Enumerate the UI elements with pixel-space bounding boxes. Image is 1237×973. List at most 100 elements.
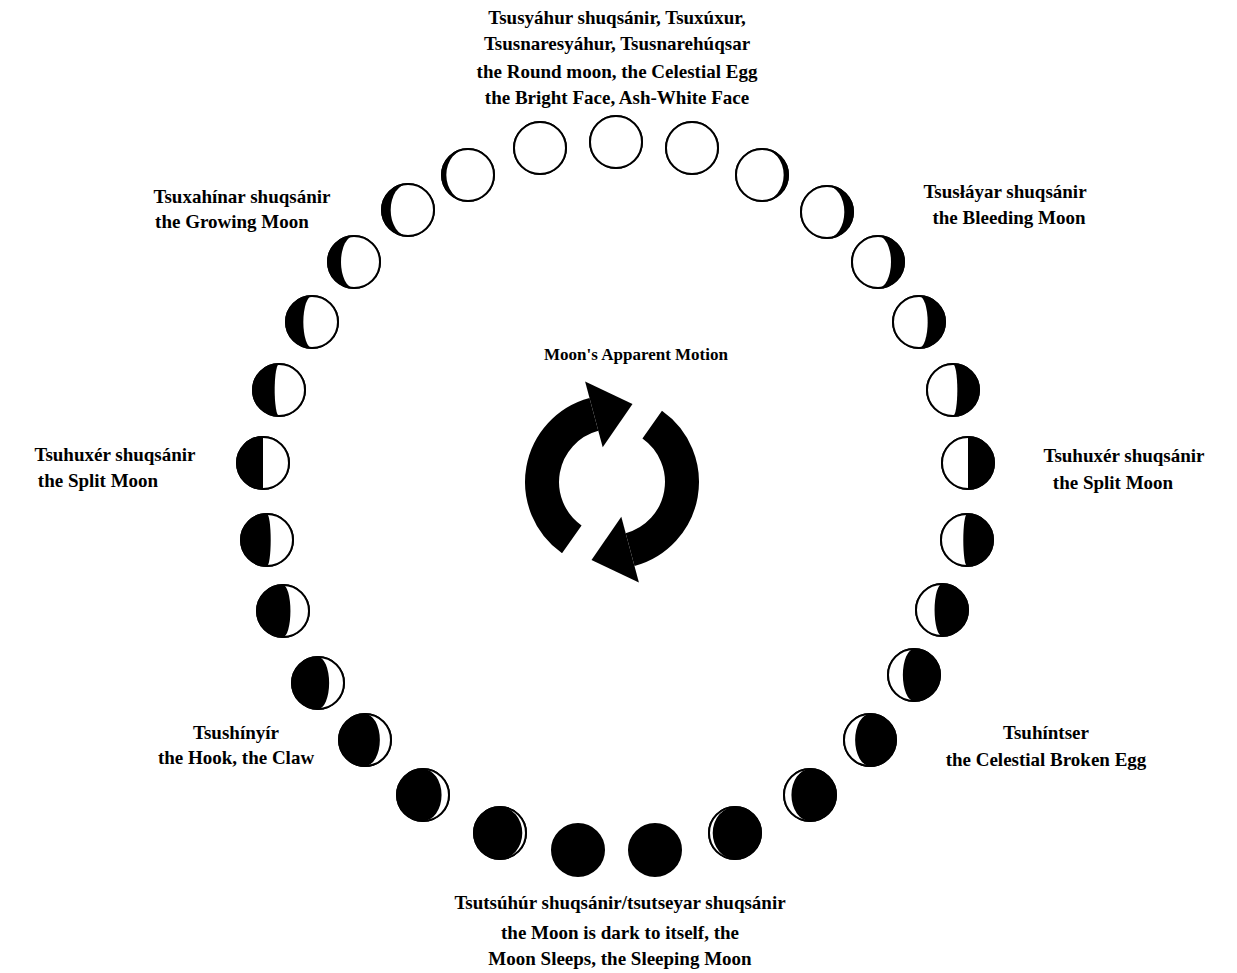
phase-name: the Celestial Broken Egg [946, 747, 1147, 773]
moon-lit-part [844, 714, 870, 766]
phase-name: the Hook, the Claw [158, 745, 314, 771]
moon-disc [292, 657, 344, 709]
moon-disc [514, 122, 566, 174]
moon-disc [942, 437, 994, 489]
moon-lit-part [590, 116, 642, 168]
moon-lit-part [893, 296, 928, 348]
moon-outline [709, 807, 761, 859]
moon-disc [328, 236, 380, 288]
moon-outline [514, 122, 566, 174]
moon-outline [590, 116, 642, 168]
moon-outline [927, 364, 979, 416]
moon-outline [241, 514, 293, 566]
moon-outline [474, 807, 526, 859]
phase-name: Tsushínyír [193, 720, 279, 746]
phase-name: Tsusłáyar shuqsánir [923, 179, 1086, 205]
moon-lit-part [709, 807, 735, 859]
moon-lit-part [666, 122, 718, 174]
moon-outline [442, 149, 494, 201]
motion-arrows [542, 414, 682, 549]
moon-lit-part [423, 769, 449, 821]
moon-disc [888, 649, 940, 701]
moon-lit-part [916, 584, 942, 636]
moon-lit-part [888, 649, 914, 701]
moon-disc [852, 236, 904, 288]
moon-lit-part [852, 236, 891, 288]
moon-disc [927, 364, 979, 416]
moon-outline [942, 437, 994, 489]
moon-disc [241, 514, 293, 566]
phase-name: the Split Moon [38, 468, 158, 494]
moon-lit-part [784, 769, 810, 821]
moon-outline [382, 184, 434, 236]
moon-disc [253, 364, 305, 416]
moon-outline [328, 236, 380, 288]
arrow-head [592, 517, 639, 583]
moon-disc [382, 184, 434, 236]
moon-outline [801, 186, 853, 238]
moon-disc [801, 186, 853, 238]
moon-lit-part [514, 122, 566, 174]
moon-disc [629, 824, 681, 876]
phase-name: the Round moon, the Celestial Egg the Br… [417, 59, 817, 111]
phase-name: Tsuxahínar shuqsánir [154, 184, 331, 210]
phase-name: the Moon is dark to itself, the Moon Sle… [420, 920, 820, 972]
moon-disc [941, 514, 993, 566]
moon-outline [888, 649, 940, 701]
moon-disc [257, 585, 309, 637]
moon-outline [397, 769, 449, 821]
phase-name: Tsuhuxér shuqsánir [1043, 443, 1204, 469]
phase-name: the Split Moon [1053, 470, 1173, 496]
motion-caption: Moon's Apparent Motion [544, 342, 728, 368]
moon-disc [666, 122, 718, 174]
moon-lit-part [341, 236, 380, 288]
moon-outline [237, 437, 289, 489]
moon-phases [237, 116, 994, 876]
phase-name: Tsusyáhur shuqsánir, Tsuxúxur, Tsusnares… [417, 5, 817, 57]
moon-lit-part [283, 585, 309, 637]
moon-lit-part [500, 807, 526, 859]
moon-lit-part [267, 514, 293, 566]
phase-name: Tsutsúhúr shuqsánir/tsutseyar shuqsánir [454, 890, 785, 916]
moon-disc [286, 296, 338, 348]
moon-lit-part [927, 364, 957, 416]
moon-disc [339, 714, 391, 766]
moon-lit-part [942, 437, 968, 489]
moon-outline [941, 514, 993, 566]
arrow-head [585, 382, 632, 448]
moon-disc [474, 807, 526, 859]
moon-disc [916, 584, 968, 636]
moon-disc [784, 769, 836, 821]
moon-outline [852, 236, 904, 288]
motion-arrow [630, 425, 682, 550]
moon-lit-part [303, 296, 338, 348]
moon-lit-part [318, 657, 344, 709]
moon-disc [709, 807, 761, 859]
motion-arrow [542, 414, 594, 539]
moon-outline [844, 714, 896, 766]
phase-name: Tsuhíntser [1003, 720, 1089, 746]
moon-disc [844, 714, 896, 766]
moon-lit-part [263, 437, 289, 489]
phase-name: the Growing Moon [155, 209, 309, 235]
moon-disc [237, 437, 289, 489]
moon-disc [736, 149, 788, 201]
moon-disc [893, 296, 945, 348]
moon-disc [442, 149, 494, 201]
moon-outline [666, 122, 718, 174]
moon-outline [286, 296, 338, 348]
phase-name: the Bleeding Moon [932, 205, 1085, 231]
moon-disc [590, 116, 642, 168]
moon-disc [397, 769, 449, 821]
moon-disc [552, 824, 604, 876]
moon-lit-part [941, 514, 967, 566]
moon-outline [339, 714, 391, 766]
moon-outline [253, 364, 305, 416]
moon-outline [893, 296, 945, 348]
moon-outline [784, 769, 836, 821]
moon-lit-part [365, 714, 391, 766]
moon-outline [292, 657, 344, 709]
moon-outline [916, 584, 968, 636]
moon-outline [736, 149, 788, 201]
